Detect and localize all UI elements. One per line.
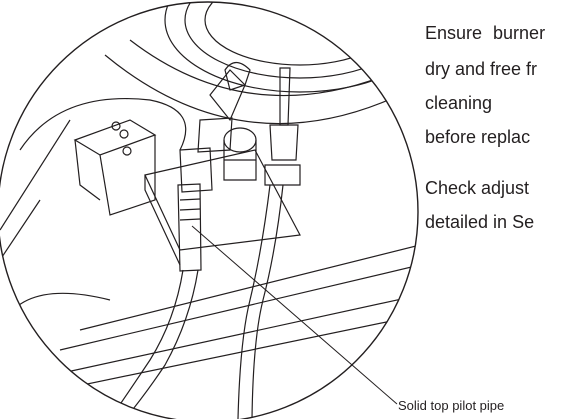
instruction-line-2: dry and free fr [425,59,538,79]
instruction-line-3: cleaning [425,93,493,113]
instruction-line-5: Check adjust [425,178,530,198]
burner-top [104,2,418,125]
electrode [264,67,301,186]
detail-circle [0,1,419,419]
pilot-pipe-callout-label: Solid top pilot pipe [398,398,505,413]
mounting-bracket [73,119,157,216]
instruction-line-4: before replac [425,127,531,147]
instruction-line-1: Ensure burner [425,23,546,43]
pilot-fitting [177,147,213,272]
burner-rails [9,244,418,401]
centre-fitting [223,127,257,181]
pilot-pipe [109,269,199,419]
pilot-plate [144,149,301,266]
burner-left-body [0,97,187,321]
instruction-line-6: detailed in Se [425,212,535,232]
callout-leader [191,225,398,405]
thermocouple-pipe [237,184,284,419]
